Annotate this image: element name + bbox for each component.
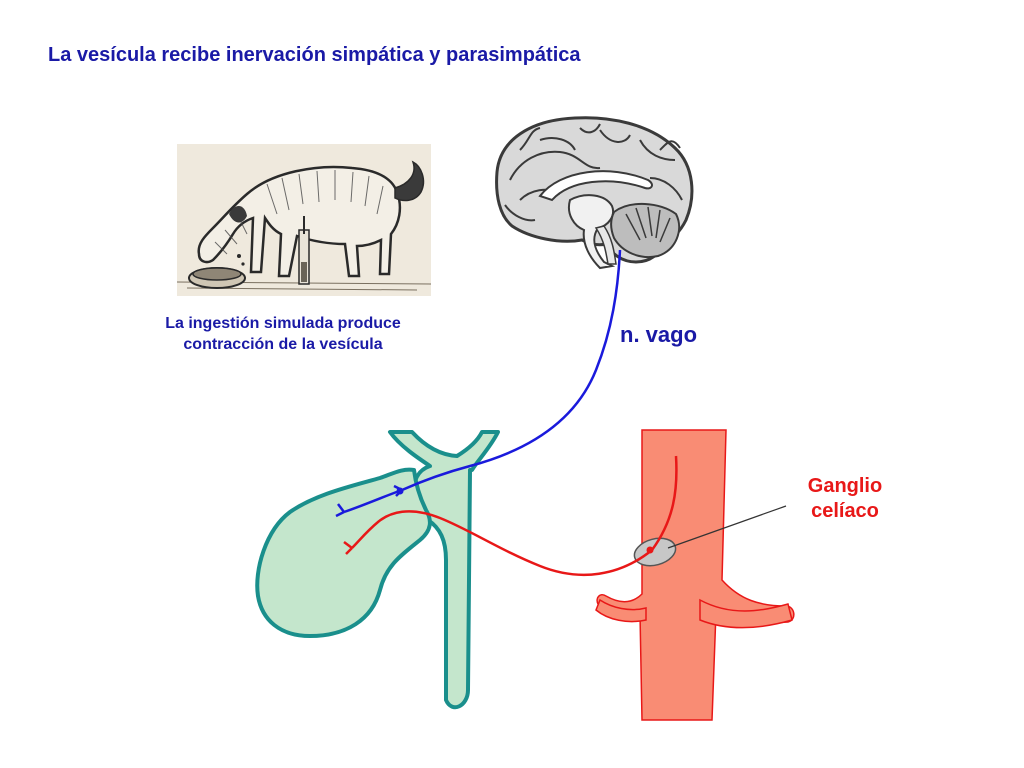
gallbladder-illustration	[255, 430, 500, 710]
vagus-nerve	[335, 249, 622, 518]
dog-caption: La ingestión simulada produce contracció…	[128, 313, 438, 355]
ganglion-label-line2: celíaco	[811, 500, 879, 522]
dog-caption-line1: La ingestión simulada produce	[165, 315, 401, 332]
ganglion-leader-line	[667, 505, 787, 549]
celiac-ganglion	[633, 537, 677, 567]
ganglion-label-line1: Ganglio	[807, 475, 883, 497]
aorta-illustration	[595, 429, 795, 721]
sympathetic-nerve	[343, 455, 678, 576]
vagus-synapse-dot	[396, 487, 404, 495]
dog-illustration	[177, 144, 431, 296]
ganglion-synapse-dot	[646, 546, 654, 554]
vagus-nerve-label: n. vago	[620, 322, 698, 347]
slide-title: La vesícula recibe inervación simpática …	[48, 44, 581, 66]
dog-caption-line2: contracción de la vesícula	[183, 336, 383, 353]
celiac-ganglion-label: Ganglio celíaco	[790, 474, 900, 524]
brain-illustration	[495, 116, 694, 270]
